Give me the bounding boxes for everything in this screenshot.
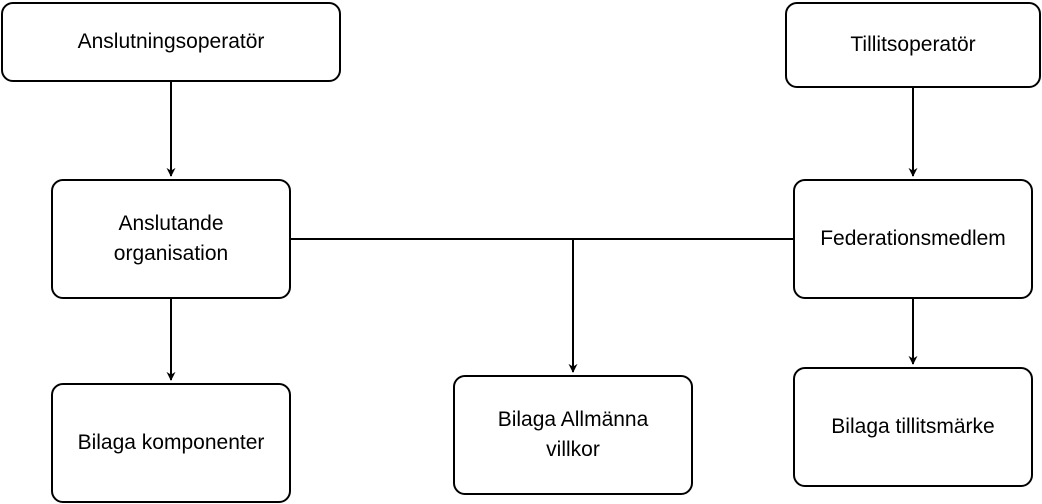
node-federation-member: Federationsmedlem [793, 179, 1033, 299]
node-attachment-components: Bilaga komponenter [51, 383, 291, 503]
node-connection-operator: Anslutningsoperatör [1, 2, 341, 82]
node-attachment-trustmark-label: Bilaga tillitsmärke [831, 415, 995, 438]
node-trust-operator-label: Tillitsoperatör [850, 33, 976, 56]
node-connecting-org: Anslutande organisation [51, 179, 291, 299]
node-attachment-general-terms-label: Bilaga Allmänna villkor [497, 408, 649, 461]
node-attachment-general-terms: Bilaga Allmänna villkor [453, 375, 693, 495]
node-federation-member-label: Federationsmedlem [820, 227, 1006, 250]
node-attachment-components-label: Bilaga komponenter [77, 431, 265, 454]
node-connecting-org-label: Anslutande organisation [113, 212, 229, 265]
node-trust-operator: Tillitsoperatör [785, 2, 1041, 88]
node-attachment-trustmark: Bilaga tillitsmärke [793, 367, 1033, 487]
node-connection-operator-label: Anslutningsoperatör [77, 30, 265, 53]
